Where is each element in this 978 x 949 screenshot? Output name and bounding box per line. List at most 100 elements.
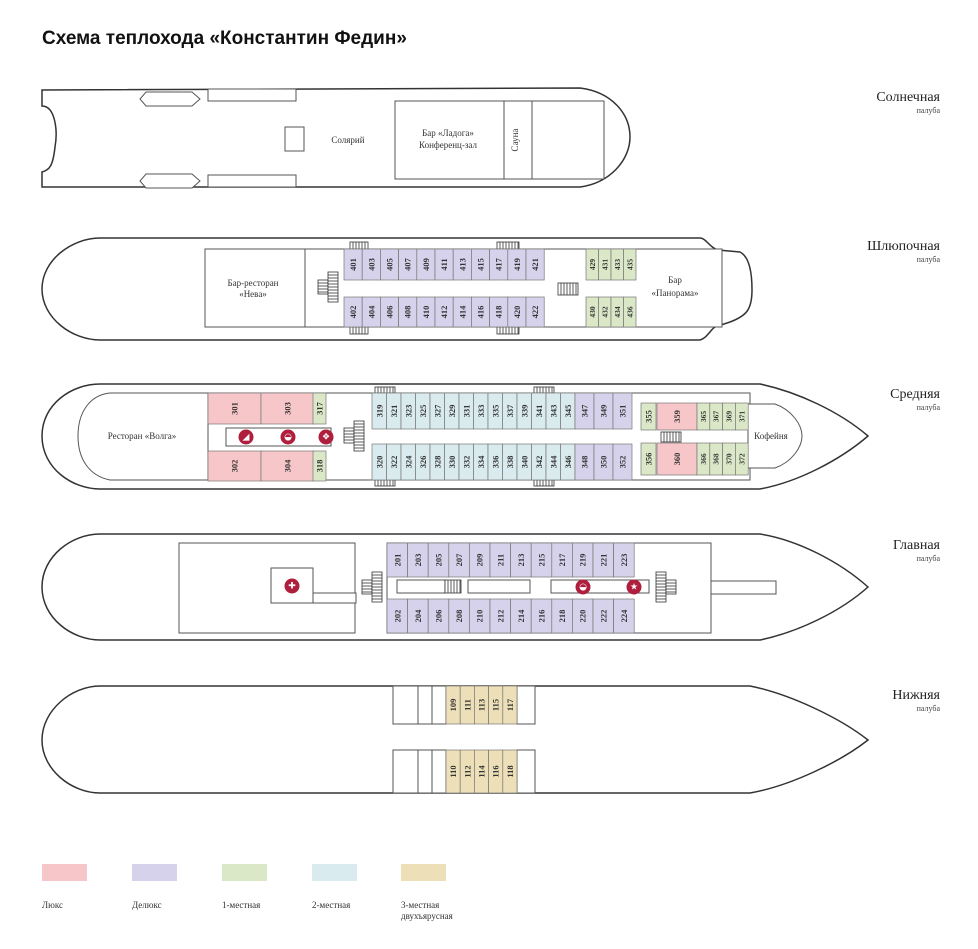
cabin-419[interactable]: 419 bbox=[507, 248, 527, 281]
cabin-112[interactable]: 112 bbox=[459, 749, 475, 794]
cabin-113[interactable]: 113 bbox=[474, 685, 489, 725]
cabin-336[interactable]: 336 bbox=[487, 443, 503, 481]
cabin-327[interactable]: 327 bbox=[429, 392, 445, 430]
cabin-221[interactable]: 221 bbox=[592, 542, 614, 578]
cabin-412[interactable]: 412 bbox=[434, 296, 454, 328]
cabin-402[interactable]: 402 bbox=[343, 296, 363, 328]
cabin-421[interactable]: 421 bbox=[525, 248, 545, 281]
cabin-339[interactable]: 339 bbox=[516, 392, 532, 430]
cabin-360[interactable]: 360 bbox=[656, 442, 698, 476]
cabin-417[interactable]: 417 bbox=[489, 248, 509, 281]
cabin-211[interactable]: 211 bbox=[489, 542, 511, 578]
cabin-406[interactable]: 406 bbox=[380, 296, 399, 328]
cabin-345[interactable]: 345 bbox=[560, 392, 576, 430]
cabin-351[interactable]: 351 bbox=[612, 392, 633, 430]
cabin-325[interactable]: 325 bbox=[415, 392, 431, 430]
cabin-365[interactable]: 365 bbox=[696, 402, 711, 431]
cabin-348[interactable]: 348 bbox=[574, 443, 595, 481]
cabin-356[interactable]: 356 bbox=[640, 442, 657, 476]
cabin-334[interactable]: 334 bbox=[473, 443, 489, 481]
cabin-413[interactable]: 413 bbox=[452, 248, 472, 281]
cabin-330[interactable]: 330 bbox=[444, 443, 460, 481]
cabin-333[interactable]: 333 bbox=[473, 392, 489, 430]
cabin-329[interactable]: 329 bbox=[444, 392, 460, 430]
cabin-214[interactable]: 214 bbox=[510, 598, 532, 634]
cabin-408[interactable]: 408 bbox=[398, 296, 418, 328]
cabin-404[interactable]: 404 bbox=[361, 296, 381, 328]
cabin-344[interactable]: 344 bbox=[545, 443, 561, 481]
cabin-346[interactable]: 346 bbox=[560, 443, 576, 481]
cabin-405[interactable]: 405 bbox=[380, 248, 399, 281]
cabin-331[interactable]: 331 bbox=[458, 392, 474, 430]
cabin-118[interactable]: 118 bbox=[502, 749, 518, 794]
cabin-212[interactable]: 212 bbox=[489, 598, 511, 634]
cabin-347[interactable]: 347 bbox=[574, 392, 595, 430]
cabin-201[interactable]: 201 bbox=[386, 542, 408, 578]
cabin-319[interactable]: 319 bbox=[371, 392, 387, 430]
cabin-435[interactable]: 435 bbox=[623, 248, 637, 281]
cabin-208[interactable]: 208 bbox=[448, 598, 470, 634]
cabin-219[interactable]: 219 bbox=[572, 542, 594, 578]
cabin-222[interactable]: 222 bbox=[592, 598, 614, 634]
cabin-320[interactable]: 320 bbox=[371, 443, 387, 481]
cabin-434[interactable]: 434 bbox=[610, 296, 624, 328]
cabin-350[interactable]: 350 bbox=[593, 443, 614, 481]
cabin-338[interactable]: 338 bbox=[502, 443, 518, 481]
cabin-415[interactable]: 415 bbox=[471, 248, 490, 281]
cabin-422[interactable]: 422 bbox=[525, 296, 545, 328]
cabin-215[interactable]: 215 bbox=[530, 542, 553, 578]
cabin-223[interactable]: 223 bbox=[613, 542, 635, 578]
cabin-418[interactable]: 418 bbox=[489, 296, 509, 328]
cabin-367[interactable]: 367 bbox=[709, 402, 723, 431]
cabin-430[interactable]: 430 bbox=[585, 296, 599, 328]
cabin-116[interactable]: 116 bbox=[488, 749, 504, 794]
cabin-110[interactable]: 110 bbox=[445, 749, 461, 794]
cabin-341[interactable]: 341 bbox=[531, 392, 547, 430]
cabin-213[interactable]: 213 bbox=[510, 542, 532, 578]
cabin-210[interactable]: 210 bbox=[469, 598, 491, 634]
cabin-207[interactable]: 207 bbox=[448, 542, 470, 578]
cabin-205[interactable]: 205 bbox=[427, 542, 450, 578]
cabin-114[interactable]: 114 bbox=[474, 749, 489, 794]
cabin-355[interactable]: 355 bbox=[640, 402, 657, 431]
cabin-332[interactable]: 332 bbox=[458, 443, 474, 481]
cabin-326[interactable]: 326 bbox=[415, 443, 431, 481]
cabin-366[interactable]: 366 bbox=[696, 442, 711, 476]
cabin-429[interactable]: 429 bbox=[585, 248, 599, 281]
cabin-414[interactable]: 414 bbox=[452, 296, 472, 328]
cabin-370[interactable]: 370 bbox=[722, 442, 736, 476]
cabin-407[interactable]: 407 bbox=[398, 248, 418, 281]
cabin-216[interactable]: 216 bbox=[530, 598, 553, 634]
cabin-203[interactable]: 203 bbox=[407, 542, 429, 578]
cabin-317[interactable]: 317 bbox=[312, 392, 327, 425]
cabin-401[interactable]: 401 bbox=[343, 248, 363, 281]
cabin-410[interactable]: 410 bbox=[416, 296, 436, 328]
cabin-304[interactable]: 304 bbox=[260, 450, 315, 482]
cabin-436[interactable]: 436 bbox=[623, 296, 637, 328]
cabin-368[interactable]: 368 bbox=[709, 442, 723, 476]
cabin-409[interactable]: 409 bbox=[416, 248, 436, 281]
cabin-117[interactable]: 117 bbox=[502, 685, 518, 725]
cabin-322[interactable]: 322 bbox=[386, 443, 402, 481]
cabin-369[interactable]: 369 bbox=[722, 402, 736, 431]
cabin-340[interactable]: 340 bbox=[516, 443, 532, 481]
cabin-411[interactable]: 411 bbox=[434, 248, 454, 281]
cabin-324[interactable]: 324 bbox=[400, 443, 416, 481]
cabin-420[interactable]: 420 bbox=[507, 296, 527, 328]
cabin-371[interactable]: 371 bbox=[735, 402, 749, 431]
cabin-342[interactable]: 342 bbox=[531, 443, 547, 481]
cabin-218[interactable]: 218 bbox=[551, 598, 573, 634]
cabin-111[interactable]: 111 bbox=[459, 685, 475, 725]
cabin-302[interactable]: 302 bbox=[207, 450, 262, 482]
cabin-323[interactable]: 323 bbox=[400, 392, 416, 430]
cabin-206[interactable]: 206 bbox=[427, 598, 450, 634]
cabin-431[interactable]: 431 bbox=[598, 248, 612, 281]
cabin-432[interactable]: 432 bbox=[598, 296, 612, 328]
cabin-321[interactable]: 321 bbox=[386, 392, 402, 430]
cabin-359[interactable]: 359 bbox=[656, 402, 698, 431]
cabin-209[interactable]: 209 bbox=[469, 542, 491, 578]
cabin-318[interactable]: 318 bbox=[312, 450, 327, 482]
cabin-328[interactable]: 328 bbox=[429, 443, 445, 481]
cabin-301[interactable]: 301 bbox=[207, 392, 262, 425]
cabin-343[interactable]: 343 bbox=[545, 392, 561, 430]
